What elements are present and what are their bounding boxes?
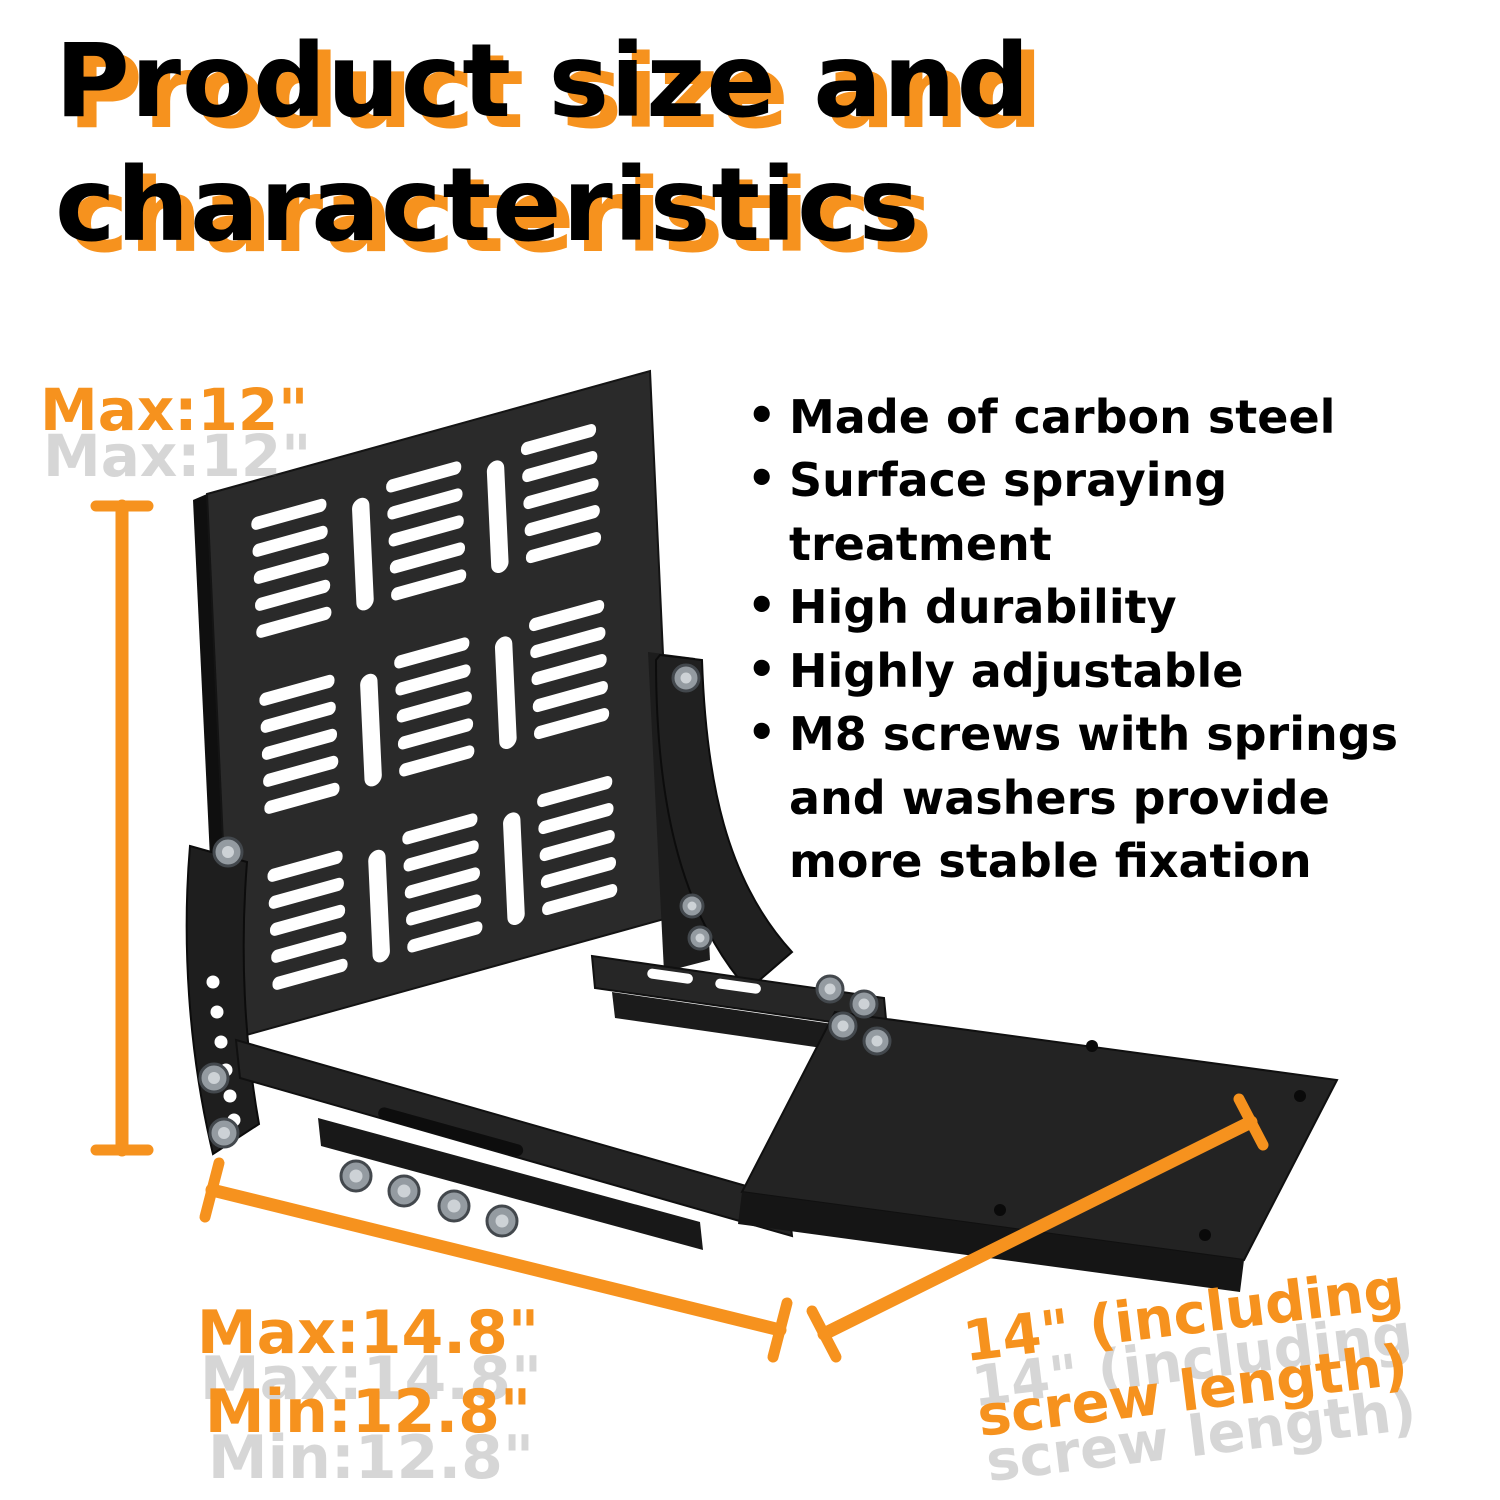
dimension-depth-min: Min:12.8": [204, 1377, 532, 1448]
bolt-icon: [671, 663, 701, 693]
dimension-depth-max: Max:14.8": [196, 1298, 540, 1368]
bolt-icon: [198, 1062, 230, 1094]
right-support-arm: [648, 652, 794, 992]
bolts: [198, 663, 892, 1238]
bolt-icon: [687, 925, 713, 951]
bolt-icon: [849, 989, 879, 1019]
bullet-icon: •: [747, 388, 777, 442]
base-plate: [738, 1010, 1339, 1292]
back-plate: [193, 369, 677, 1048]
bolt-icon: [437, 1189, 471, 1223]
width-dimension-line: [806, 1093, 1269, 1363]
base-rail-front: [234, 1038, 794, 1238]
bolt-icon: [815, 974, 845, 1004]
bullet-icon: •: [747, 705, 777, 760]
feature-item-durability: •High durability: [745, 576, 1500, 639]
bolt-icon: [828, 1011, 858, 1041]
feature-list: •Made of carbon steel •Surface spraying …: [745, 386, 1500, 894]
feature-item-carbon-steel: •Made of carbon steel: [745, 386, 1500, 449]
bolt-icon: [862, 1026, 892, 1056]
base-rail-inner: [318, 1118, 703, 1250]
bolt-icon: [485, 1204, 519, 1238]
bullet-icon: •: [747, 641, 777, 696]
bolt-icon: [679, 893, 705, 919]
bullet-icon: •: [747, 578, 777, 633]
feature-item-m8-screws: •M8 screws with springs and washers prov…: [745, 703, 1429, 893]
bolt-icon: [339, 1159, 373, 1193]
bolt-icon: [208, 1117, 240, 1149]
height-dimension-line: [90, 499, 154, 1157]
feature-item-surface-spraying: •Surface spraying treatment: [745, 449, 1500, 576]
page-title-line1: Product size and: [55, 22, 1031, 141]
feature-item-adjustable: •Highly adjustable: [745, 640, 1500, 703]
base-plate-lip: [738, 1192, 1244, 1292]
dimension-label-depth: Max:14.8" Min:12.8": [148, 1294, 588, 1452]
dimension-label-height: Max:12": [40, 376, 309, 444]
ventilation-slots-grid: [251, 424, 618, 990]
page-title-line2: characteristics: [55, 146, 921, 266]
depth-dimension-line: [199, 1157, 793, 1363]
bolt-icon: [212, 836, 244, 868]
bullet-icon: •: [747, 451, 777, 506]
bolt-icon: [387, 1174, 421, 1208]
